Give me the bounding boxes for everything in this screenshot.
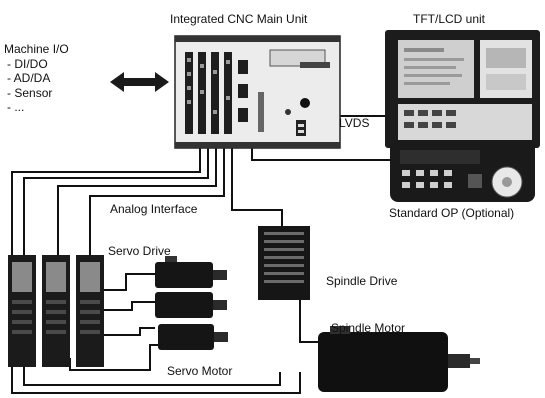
servo-motors [155,256,228,350]
main-unit-label: Integrated CNC Main Unit [170,12,308,26]
servo-motor-label: Servo Motor [167,364,233,378]
machine-io-list: Machine I/O DI/DO AD/DA Sensor ... [4,42,69,115]
tft-lcd-unit [385,30,540,148]
servo-drive-label: Servo Drive [108,244,171,258]
tft-unit-label: TFT/LCD unit [413,12,486,26]
spindle-drive-label: Spindle Drive [326,274,398,288]
servo-motor-1 [155,256,227,288]
wire-spindle-drive-to-motor [299,300,318,343]
wire-main-to-servo-drive-4 [89,148,225,255]
standard-op-label: Standard OP (Optional) [389,206,515,220]
lvds-label: LVDS [339,116,370,130]
machine-io-title: Machine I/O [4,42,69,56]
machine-io-item-ad-da: AD/DA [4,71,69,86]
wire-main-to-servo-drive-3 [57,148,217,255]
wire-main-to-op-panel [251,148,390,161]
standard-op-panel [390,140,535,202]
machine-io-item-sensor: Sensor [4,86,69,101]
servo-motor-2 [155,292,227,318]
spindle-drive [258,226,310,300]
servo-motor-3 [158,324,228,350]
wire-drive-to-motor-3 [92,327,155,336]
wire-analog-to-spindle-drive [231,148,283,226]
machine-io-item-more: ... [4,100,69,115]
machine-io-item-di-do: DI/DO [4,57,69,72]
cnc-main-unit [174,35,341,149]
wire-drive-to-motor-1 [92,273,155,291]
double-headed-arrow-icon [110,72,169,92]
servo-drives [8,255,104,367]
analog-interface-label: Analog Interface [110,202,198,216]
spindle-motor-label: Spindle Motor [331,321,406,335]
spindle-motor [318,326,480,392]
wire-drive-to-motor-2 [92,301,155,311]
